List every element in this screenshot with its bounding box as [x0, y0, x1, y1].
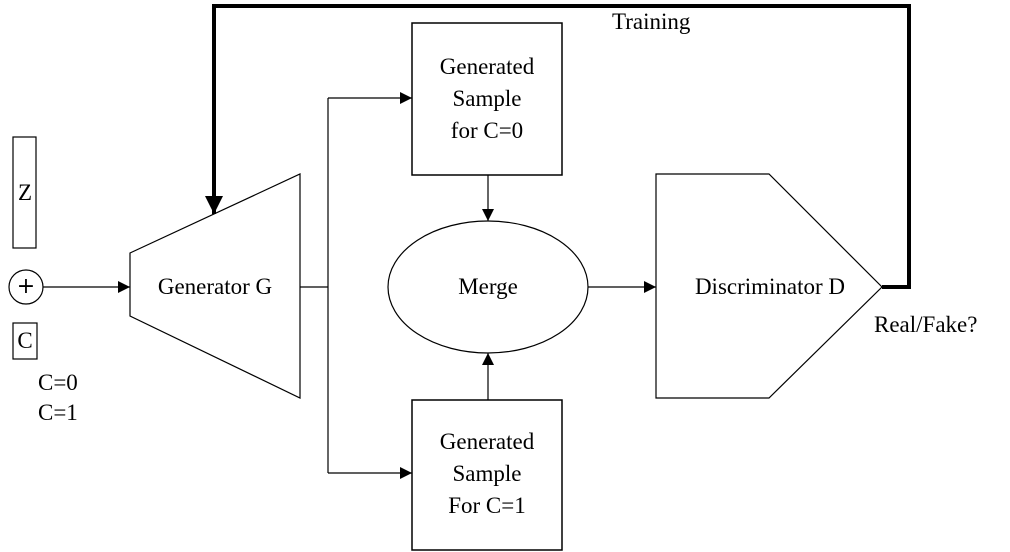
generator-label: Generator G [157, 274, 273, 299]
discriminator-output-label: Real/Fake? [874, 312, 978, 337]
discriminator-label: Discriminator D [694, 274, 846, 299]
c-label: C [17, 328, 33, 353]
sample-top-line-2: Sample [452, 86, 522, 111]
sample-bottom-box [411, 399, 563, 551]
discriminator-shape [655, 173, 883, 399]
c-box [12, 322, 38, 360]
sample-top-box [411, 22, 563, 176]
sample-bottom-line-1: Generated [439, 429, 535, 454]
sample-bottom-line-3: For C=1 [448, 493, 526, 518]
merge-label: Merge [458, 274, 518, 299]
training-label: Training [612, 9, 691, 34]
sample-bottom-line-2: Sample [452, 461, 522, 486]
z-box [12, 136, 37, 249]
z-label: Z [17, 180, 33, 205]
training-feedback-arrow [205, 4, 911, 289]
c-value-1: C=1 [38, 400, 78, 425]
plus-symbol: + [16, 274, 36, 299]
sample-top-line-1: Generated [439, 54, 535, 79]
c-value-0: C=0 [38, 370, 78, 395]
sample-top-line-3: for C=0 [450, 118, 524, 143]
generator-shape [129, 173, 301, 399]
